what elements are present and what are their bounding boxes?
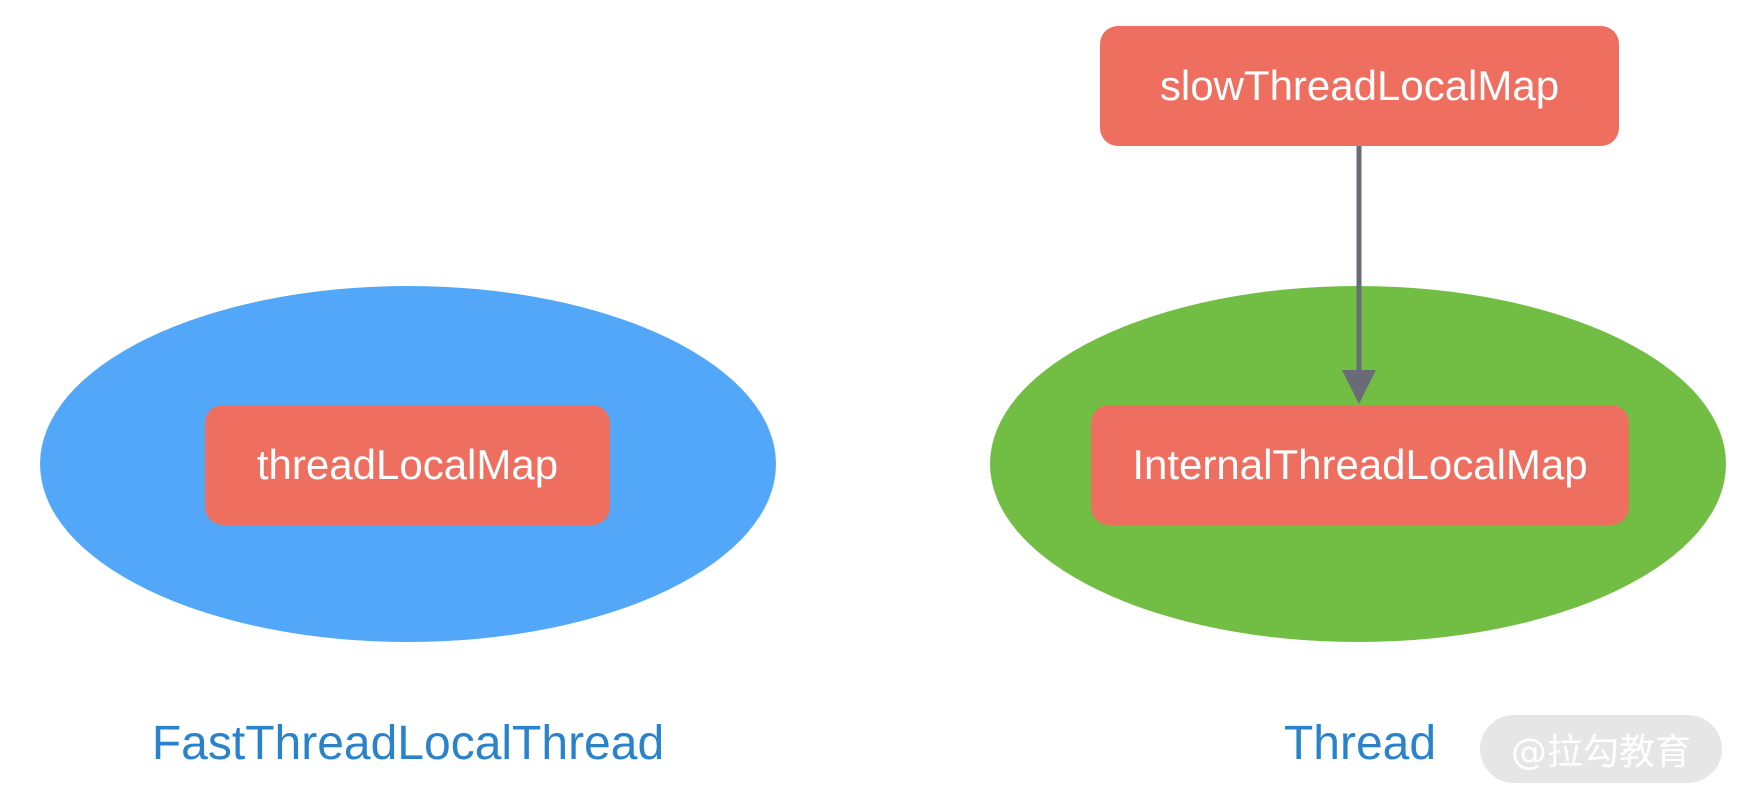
arrow-head [1342, 370, 1376, 404]
thread-caption: Thread [1283, 717, 1437, 770]
threadlocalmap-box: threadLocalMap [205, 405, 610, 525]
watermark-text: @拉勾教育 [1510, 732, 1691, 773]
watermark-badge: @拉勾教育 [1480, 715, 1722, 783]
slowthreadlocalmap-box: slowThreadLocalMap [1100, 26, 1619, 146]
threadlocalmap-label: threadLocalMap [256, 441, 559, 488]
fastthreadlocalthread-caption: FastThreadLocalThread [151, 717, 665, 770]
slowthreadlocalmap-label: slowThreadLocalMap [1159, 62, 1560, 109]
internalthreadlocalmap-box: InternalThreadLocalMap [1091, 405, 1629, 525]
internalthreadlocalmap-label: InternalThreadLocalMap [1132, 441, 1588, 488]
